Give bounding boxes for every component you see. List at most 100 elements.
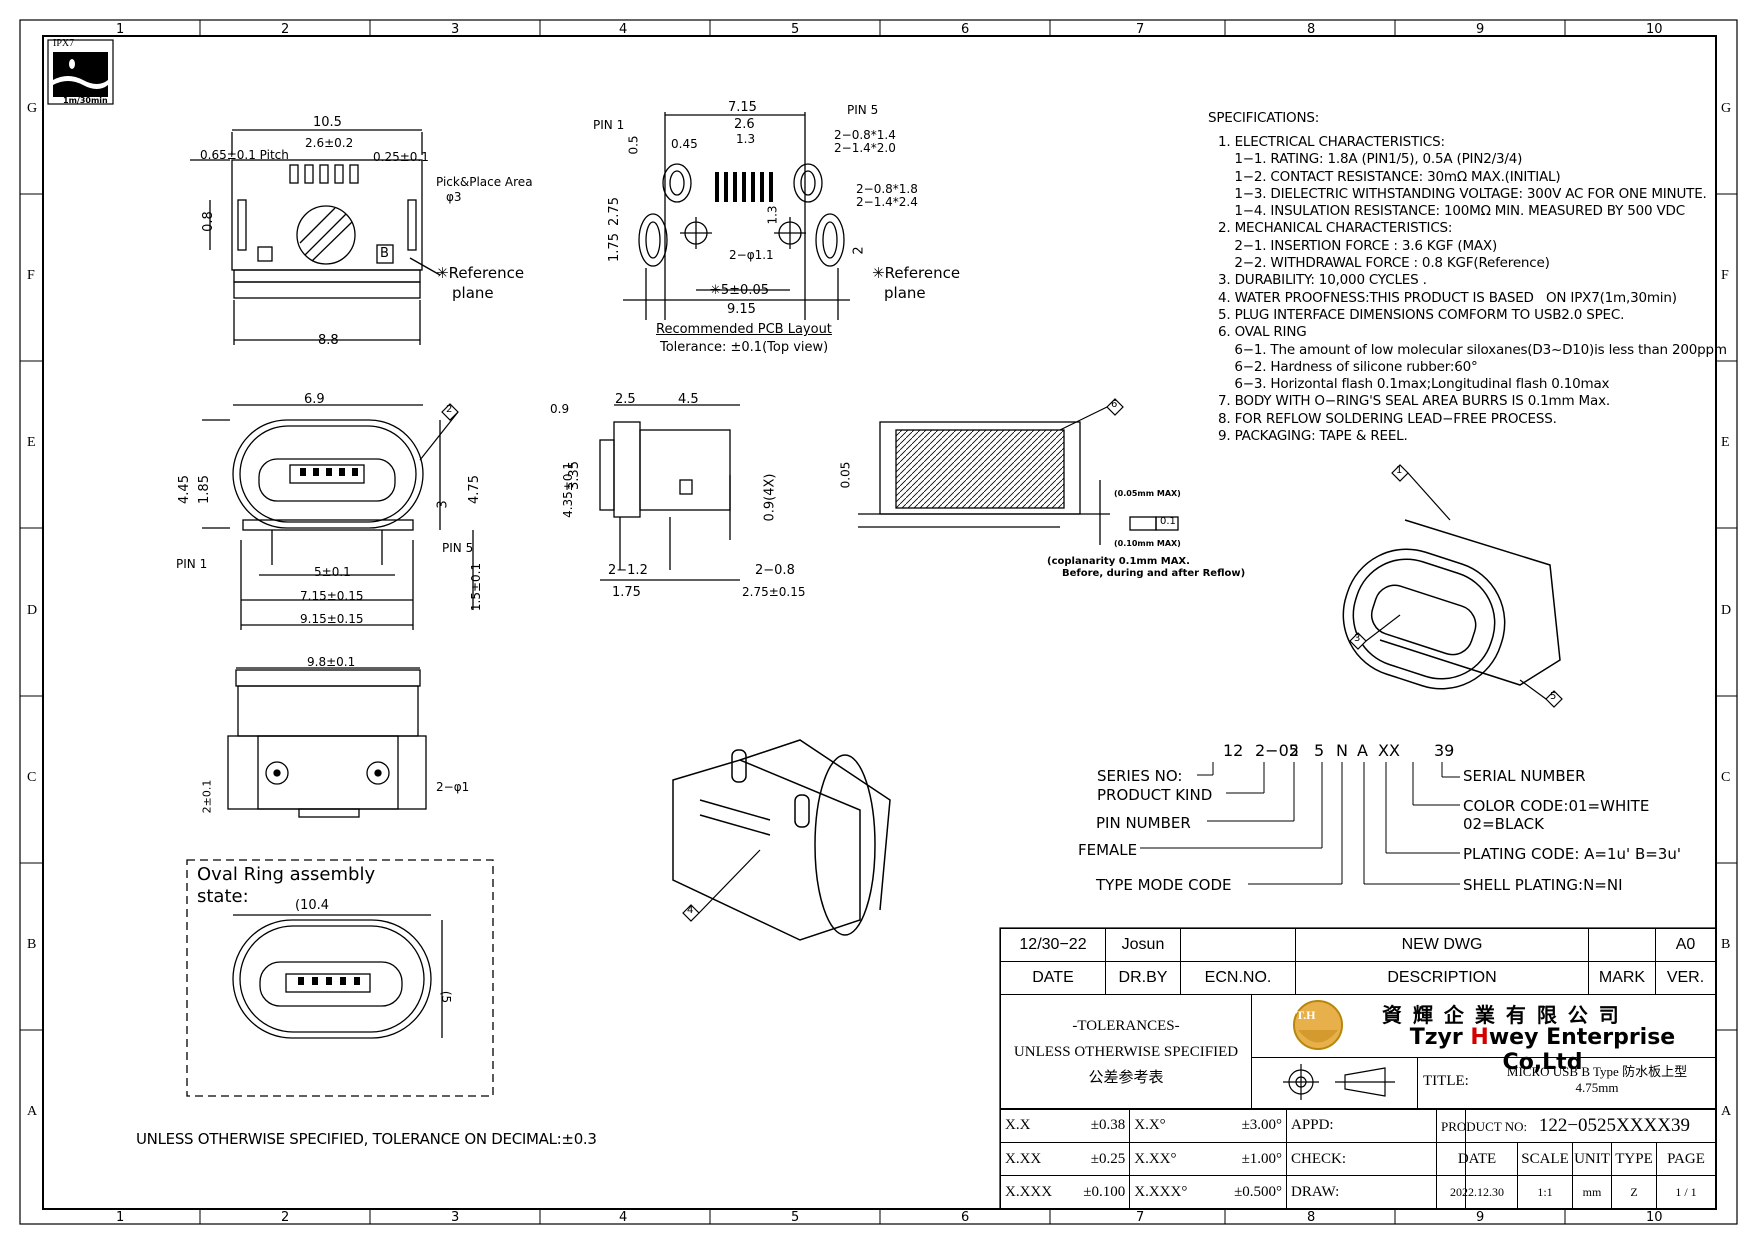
pcb-dim-0-5: 0.5 [626,135,641,155]
cop-note-1: (coplanarity 0.1mm MAX. [1047,556,1190,567]
company-name-en: Tzyr Hwey Enterprise Co,Ltd [1409,1025,1676,1075]
tol-bv: ±0.500° [1194,1175,1288,1210]
pcb-dim-1-3-v: 1.3 [765,205,780,225]
grid-row-label: D [27,603,38,618]
v-unit: mm [1572,1175,1612,1210]
product-table: PRODUCT NO: 122−0525XXXX39 DATE SCALE UN… [1436,1108,1716,1210]
product-label: PRODUCT NO: [1441,1118,1528,1134]
grid-col-label: 9 [1476,1210,1485,1225]
pcb-slot-4: 2−1.4*2.4 [856,195,918,209]
side-dim-2-5: 2.5 [615,392,636,407]
pcb-dim-1-75: 1.75 [606,233,622,262]
product-number: 122−0525XXXX39 [1538,1114,1690,1136]
front-dim-9-15: 9.15±0.15 [300,612,364,626]
grid-col-label: 1 [116,1210,125,1225]
grid-col-label: 7 [1136,1210,1145,1225]
cop-down: (0.10mm MAX) [1114,539,1181,548]
code-label-left: SERIES NO: [1097,767,1183,785]
pcb-dim-0-45: 0.45 [671,137,698,151]
code-segment: A [1357,741,1368,760]
spec-line: 2−1. INSERTION FORCE : 3.6 KGF (MAX) [1218,237,1498,254]
grid-row-label: E [1721,435,1730,450]
side-dim-3-35: 3.35 [566,461,582,490]
bottom-dim-9-8: 9.8±0.1 [307,655,356,669]
pcb-dim-2: 2 [851,246,867,255]
rev-head-desc: DESCRIPTION [1295,961,1589,995]
grid-row-label: G [1721,101,1732,116]
h-type: TYPE [1611,1142,1657,1176]
grid-row-label: B [27,937,37,952]
pcb-layout [623,112,850,320]
front-dim-4-45: 4.45 [176,475,192,504]
front-dim-1-5: 1.5±0.1 [469,562,484,612]
spec-line: 1−4. INSULATION RESISTANCE: 100MΩ MIN. M… [1218,203,1685,220]
bottom-view [227,667,427,818]
pcb-pin1: PIN 1 [593,118,625,132]
b-mark: B [380,246,389,261]
logo-text: T.H [1296,1008,1316,1022]
dim-10-5: 10.5 [313,115,342,130]
spec-line: 5. PLUG INTERFACE DIMENSIONS COMFORM TO … [1218,306,1625,323]
front-dim-6-9: 6.9 [304,392,325,407]
tol-b: X.X° [1129,1108,1195,1143]
code-label-right: SERIAL NUMBER [1463,767,1586,785]
grid-col-label: 3 [451,1210,460,1225]
spec-line: 3. DURABILITY: 10,000 CYCLES . [1218,272,1427,289]
balloon-5: 5 [1550,691,1557,702]
spec-line: 4. WATER PROOFNESS:THIS PRODUCT IS BASED… [1218,289,1677,306]
title-label: TITLE: [1423,1073,1469,1089]
tol-b: X.XX° [1129,1142,1195,1176]
spec-line: 6. OVAL RING [1218,324,1307,341]
ref-plane-1b: plane [452,284,494,302]
pcb-slot-1: 2−0.8*1.4 [834,128,896,142]
spec-line: 1−1. RATING: 1.8A (PIN1/5), 0.5A (PIN2/3… [1218,151,1523,168]
dim-0-25: 0.25±0.1 [373,150,429,164]
pcb-tolerance: Tolerance: ±0.1(Top view) [660,340,829,355]
rev-mark [1588,928,1656,962]
part-code-leaders [1140,762,1460,885]
balloon-2: 2 [446,404,453,415]
tol-title: -TOLERANCES- [1072,1018,1180,1034]
ipx7-label: IPX7 [53,38,75,49]
coplanarity-view [858,421,1179,545]
front-dim-4-75: 4.75 [466,475,482,504]
v-scale: 1:1 [1517,1175,1573,1210]
ipx7-badge [47,39,114,105]
grid-col-label: 5 [791,22,800,37]
rev-ecn [1180,928,1296,962]
cop-note-2: Before, during and after Reflow) [1062,568,1246,579]
front-pin1: PIN 1 [176,557,208,571]
tol-bv: ±3.00° [1194,1108,1288,1143]
bottom-dim-d1: 2−φ1 [436,780,470,794]
tol-a: X.X [1000,1108,1060,1143]
code-segment: 39 [1434,741,1455,760]
pcb-dim-9-15: 9.15 [727,302,756,317]
ipx7-depth: 1m/30min [63,96,108,105]
rev-ver: A0 [1655,928,1716,962]
company-cell: T.H 資 輝 企 業 有 限 公 司 Tzyr Hwey Enterprise… [1251,994,1716,1110]
tol-a: X.XXX [1000,1175,1060,1210]
side-dim-2-1-2: 2−1.2 [608,563,648,578]
grid-col-label: 10 [1646,22,1663,37]
code-label-left: TYPE MODE CODE [1096,876,1232,894]
iso-view-right [1342,519,1561,690]
spec-line: 1−2. CONTACT RESISTANCE: 30mΩ MAX.(INITI… [1218,168,1561,185]
pcb-slot-3: 2−0.8*1.8 [856,182,918,196]
pcb-hole-d11: 2−φ1.1 [729,248,774,262]
tol-av: ±0.38 [1059,1108,1131,1143]
spec-line: 1. ELECTRICAL CHARACTERISTICS: [1218,134,1445,150]
grid-col-label: 2 [281,22,290,37]
v-date: 2022.12.30 [1436,1175,1518,1210]
balloon-1: 1 [1396,465,1403,476]
grid-row-label: D [1721,603,1732,618]
v-page: 1 / 1 [1656,1175,1716,1210]
pcb-slot-2: 2−1.4*2.0 [834,141,896,155]
code-label-right: SHELL PLATING:N=NI [1463,876,1623,894]
code-segment: 12 [1223,741,1244,760]
h-date: DATE [1436,1142,1518,1176]
tol-cn: 公差参考表 [1088,1070,1164,1086]
grid-col-label: 7 [1136,22,1145,37]
oval-title: Oval Ring assembly [197,864,376,885]
balloon-4: 4 [687,905,694,916]
